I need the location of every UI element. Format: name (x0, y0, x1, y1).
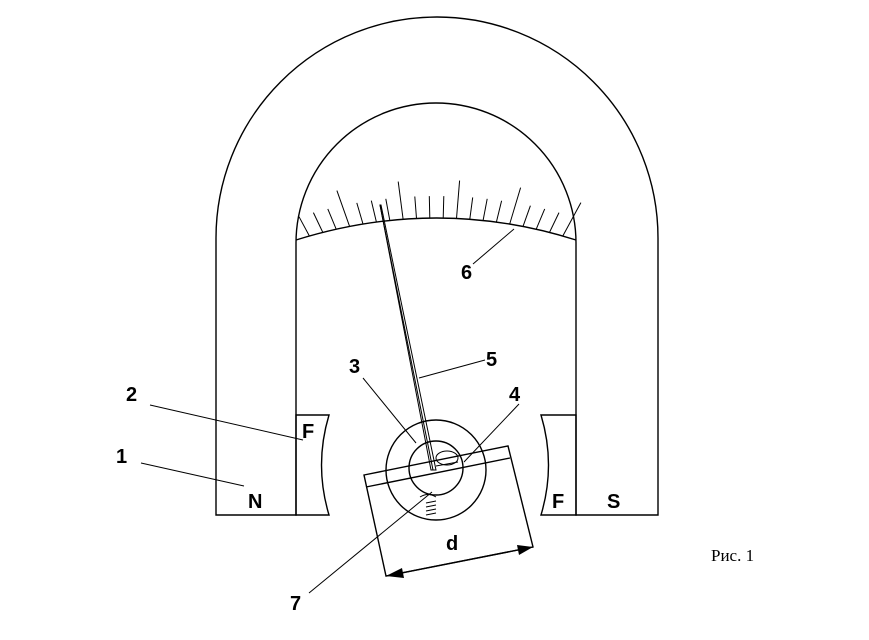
scale-tick (312, 212, 324, 233)
pointer-needle-center (379, 204, 434, 471)
scale-tick (298, 216, 310, 237)
label-spring: 7 (290, 593, 301, 615)
label-pole-south: S (607, 491, 620, 513)
scale-tick (397, 181, 404, 220)
figure-caption: Рис. 1 (711, 546, 754, 565)
scale-tick (482, 198, 488, 221)
scale-tick (428, 196, 431, 219)
scale-tick (442, 196, 445, 219)
scale-tick (509, 187, 522, 225)
label-core: 4 (509, 384, 521, 406)
scale-tick (495, 200, 503, 223)
coil-frame (363, 445, 534, 577)
scale-arc (295, 217, 577, 241)
label-coil: 3 (349, 356, 360, 378)
scale-tick (356, 202, 364, 225)
axis-loop (435, 450, 459, 466)
pointer-needle (379, 204, 437, 471)
dimension-arrow (385, 545, 534, 578)
label-scale: 6 (461, 262, 472, 284)
scale-tick (549, 212, 560, 233)
scale-ticks (298, 180, 582, 237)
label-magnet: 1 (116, 446, 127, 468)
scale-tick (469, 197, 474, 220)
label-pole-piece-left: F (302, 421, 314, 443)
label-pole-piece: 2 (126, 384, 137, 406)
coil-frame-top-edge (365, 457, 511, 488)
horseshoe-magnet (215, 16, 659, 516)
scale-tick (336, 190, 351, 227)
scale-tick (327, 208, 337, 230)
label-dimension: d (446, 533, 458, 555)
right-pole-piece (540, 414, 577, 516)
spring-hatching (419, 494, 437, 516)
scale-tick (535, 208, 546, 230)
scale-tick (562, 202, 582, 237)
scale-tick (456, 180, 461, 219)
scale-tick (414, 196, 417, 219)
label-pole-north: N (248, 491, 262, 513)
label-pointer: 5 (486, 349, 497, 371)
axis-loop-lead (435, 461, 459, 467)
scale-tick (522, 205, 531, 227)
label-pole-piece-right: F (552, 491, 564, 513)
scale-tick (370, 200, 377, 223)
leader-lines (140, 228, 520, 594)
scale-tick (385, 198, 391, 221)
left-pole-piece (295, 414, 330, 516)
